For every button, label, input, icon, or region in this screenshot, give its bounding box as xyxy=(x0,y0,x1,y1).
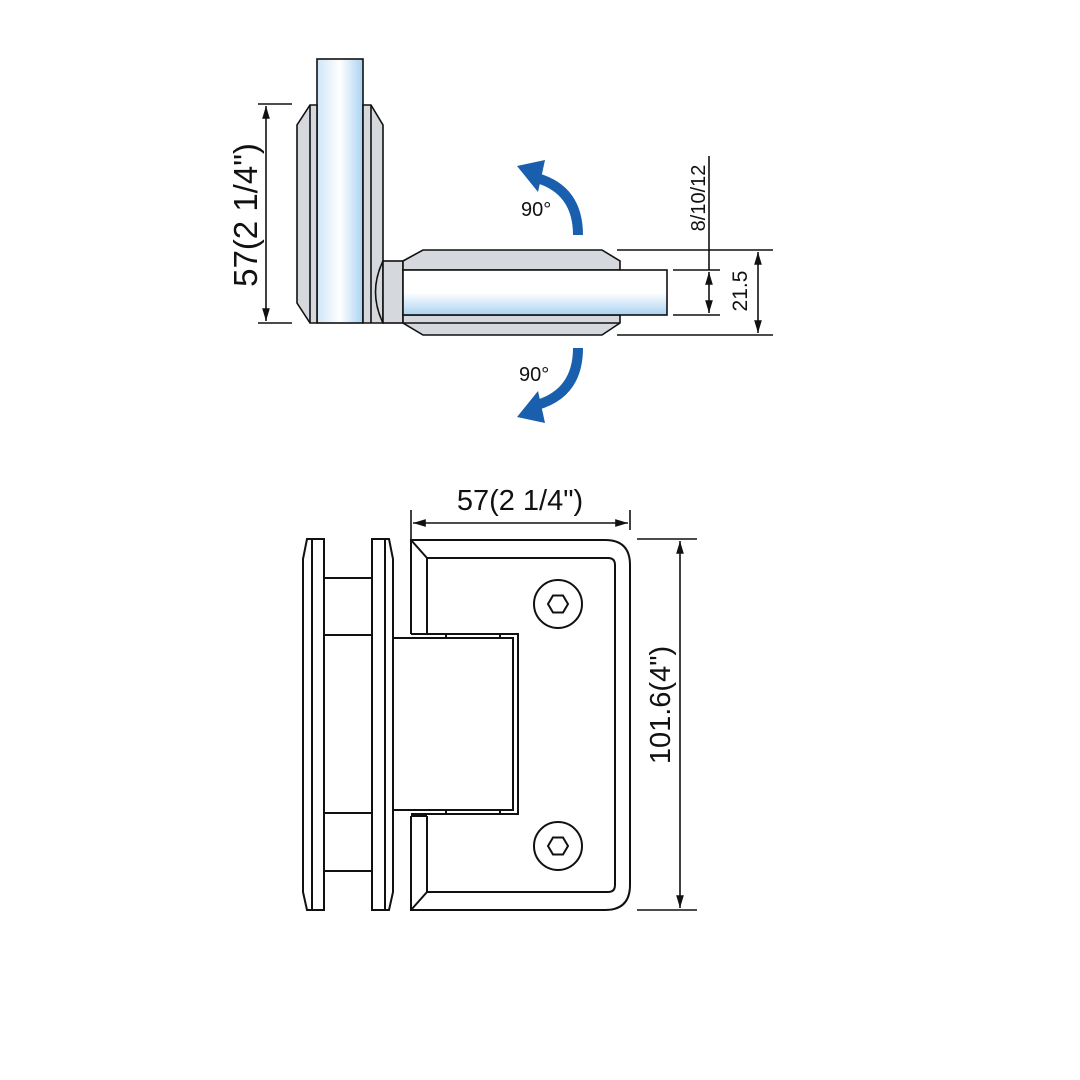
clamp-spacer-bottom xyxy=(323,812,373,872)
front-view: 57(2 1/4") xyxy=(302,485,697,911)
clamp-thickness-label: 21.5 xyxy=(729,271,752,312)
rotation-down-label: 90° xyxy=(519,364,549,386)
rotation-up-arrow-icon xyxy=(517,160,583,236)
top-screw-icon xyxy=(533,579,583,629)
front-height-label: 101.6(4") xyxy=(645,646,677,764)
top-view: 57(2 1/4") 8/10/12 21.5 90° 90° xyxy=(227,58,773,423)
left-clamp-plate xyxy=(296,104,318,324)
rotation-up-label: 90° xyxy=(521,199,551,221)
bottom-screw-icon xyxy=(533,821,583,871)
hinge-leaf xyxy=(410,539,631,911)
clamp-spacer-top xyxy=(323,577,373,636)
glass-thickness-label: 8/10/12 xyxy=(688,165,710,232)
rotation-down-arrow-icon xyxy=(517,347,583,423)
outer-clamp-plate xyxy=(302,538,325,911)
bottom-clamp-plate xyxy=(402,314,621,336)
right-clamp-plate xyxy=(362,104,384,324)
top-clamp-plate xyxy=(402,249,621,271)
top-height-label: 57(2 1/4") xyxy=(227,143,264,287)
vertical-glass xyxy=(316,58,364,324)
horizontal-glass xyxy=(402,269,668,316)
knuckle-body xyxy=(382,260,404,324)
hinge-knuckle-block xyxy=(392,637,514,811)
front-width-label: 57(2 1/4") xyxy=(457,485,583,517)
inner-clamp-plate xyxy=(371,538,394,911)
clamp-spacer-middle xyxy=(323,634,373,814)
